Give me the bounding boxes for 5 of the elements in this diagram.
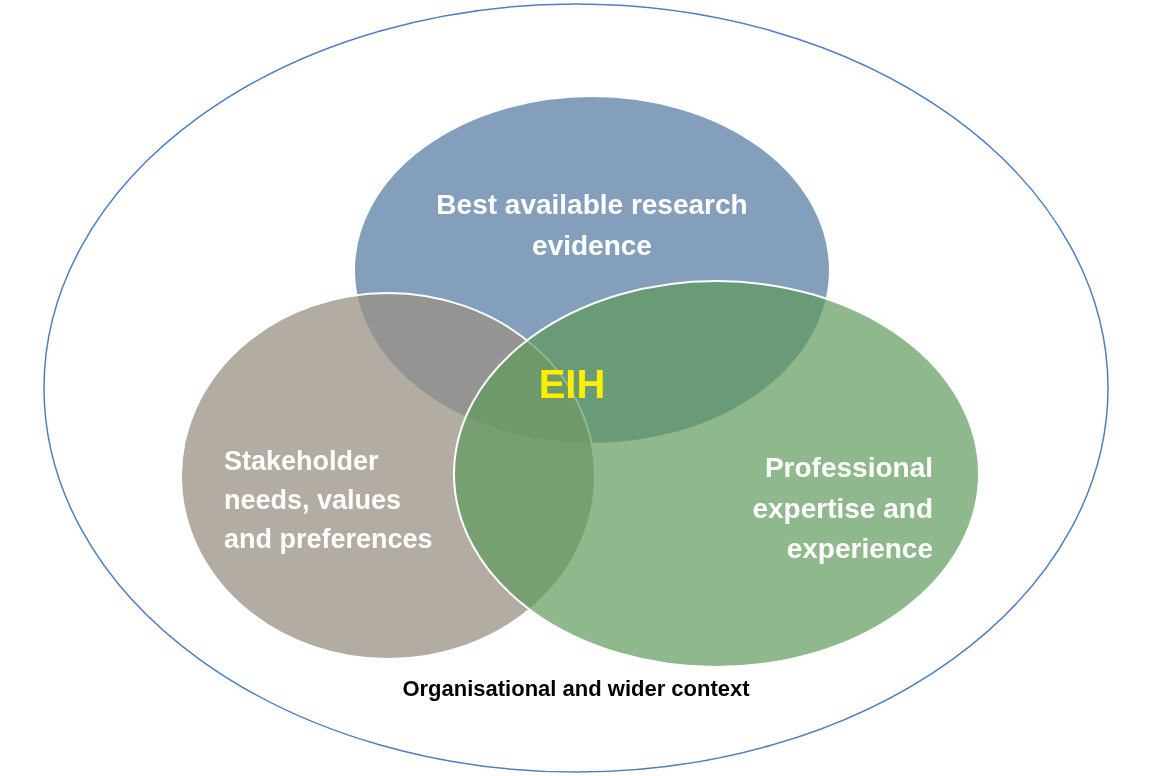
circle-label: Stakeholder needs, values and preferences xyxy=(224,445,434,557)
circle-label: Best available research evidence xyxy=(435,188,749,263)
center-label: EIH xyxy=(537,361,607,408)
circle-label: Professional expertise and experience xyxy=(751,451,933,567)
context-label: Organisational and wider context xyxy=(401,675,751,703)
